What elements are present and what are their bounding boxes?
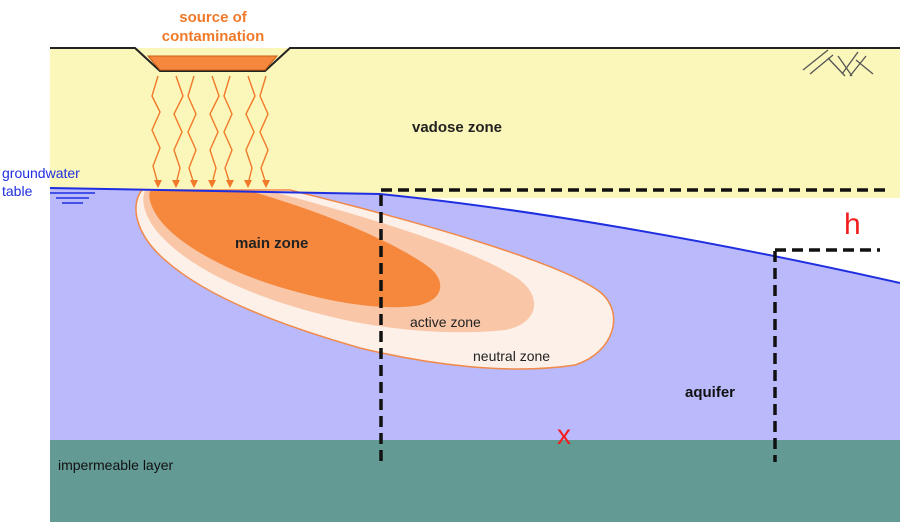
impermeable-layer-area <box>50 440 900 522</box>
infiltration-arrows <box>151 75 269 185</box>
aquifer-label: aquifer <box>685 384 735 401</box>
main-zone-plume <box>149 191 441 308</box>
infiltration-arrowheads <box>154 180 270 188</box>
head-difference-label: h <box>844 208 861 241</box>
neutral-zone-label: neutral zone <box>473 348 550 364</box>
measurement-lines <box>379 188 885 462</box>
vadose-zone-label: vadose zone <box>412 119 502 136</box>
soil-hatch-icon <box>802 49 874 77</box>
water-table-symbol-icon <box>50 192 95 204</box>
ground-surface-line <box>50 47 900 72</box>
main-zone-label: main zone <box>235 235 308 252</box>
source-label-line2: contamination <box>162 28 265 45</box>
active-zone-label: active zone <box>410 314 481 330</box>
water-table-line <box>49 187 900 284</box>
contamination-source-pit <box>146 55 279 71</box>
source-label-line1: source of <box>179 9 248 26</box>
groundwater-label-line2: table <box>2 183 33 199</box>
impermeable-layer-label: impermeable layer <box>58 457 173 473</box>
groundwater-label-line1: groundwater <box>2 165 80 181</box>
distance-marker-label: x <box>557 419 571 450</box>
